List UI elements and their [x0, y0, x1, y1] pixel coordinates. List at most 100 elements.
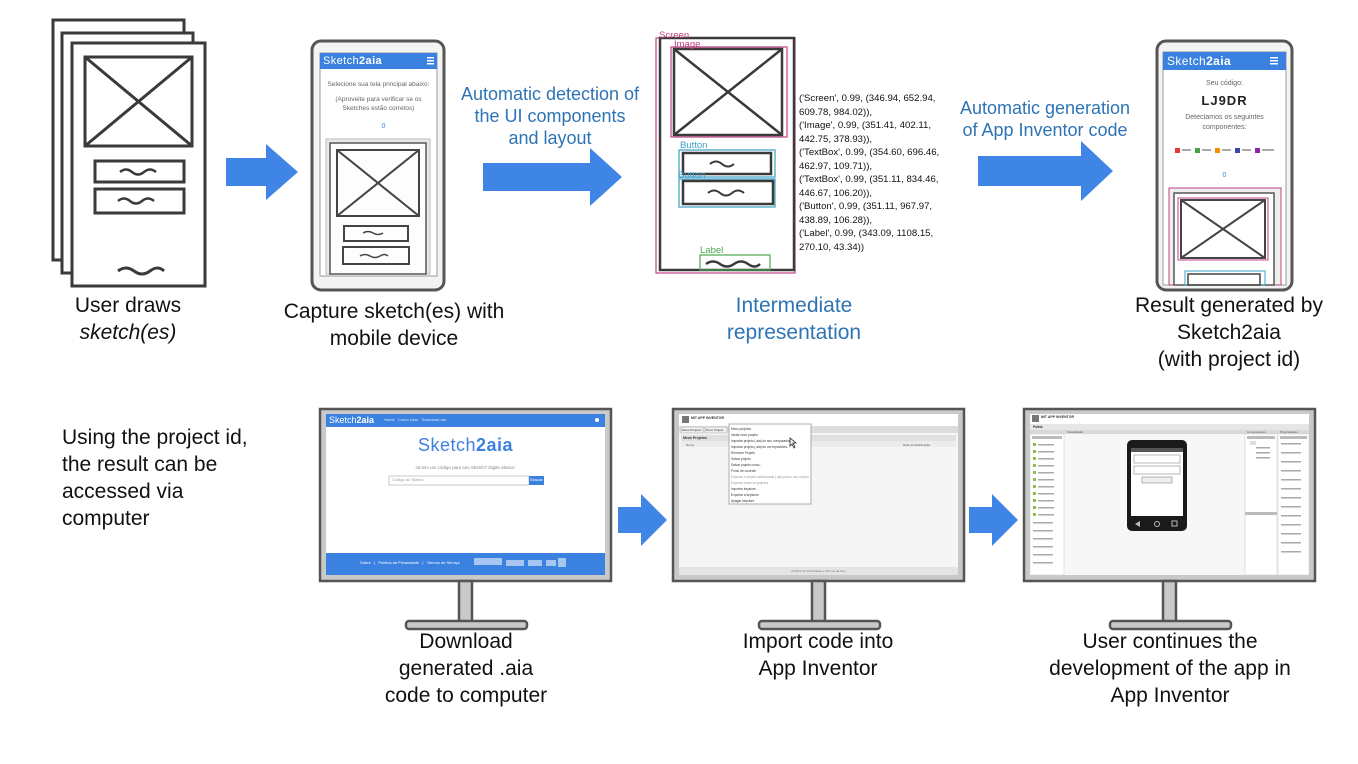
col-name[interactable]: Nome: [686, 443, 695, 447]
caption-line: mobile device: [329, 327, 459, 350]
arrow-right-icon: [618, 494, 667, 546]
download-site-footer[interactable]: Sobre | Política de Privacidade | Termos…: [360, 560, 460, 565]
caption-line: (with project id): [1157, 348, 1301, 371]
label-button: Button: [680, 140, 708, 151]
col-date[interactable]: Data de Modificação: [903, 443, 931, 447]
download-site-hero: Sketch2aia: [417, 435, 514, 455]
caption-line: accessed via: [62, 480, 184, 503]
download-site-prompt: Já tem um código para seu Sketch? Digite…: [415, 465, 516, 470]
caption-line: the UI components: [474, 106, 626, 126]
caption-line: Import code into: [742, 630, 894, 653]
caption-result: Result generated by Sketch2aia (with pro…: [1110, 292, 1348, 373]
caption-line: User draws: [74, 294, 182, 317]
caption-line: Download: [419, 630, 513, 653]
coord-line: 442.75, 378.93)),: [799, 133, 873, 145]
label-screen: Screen: [659, 30, 690, 41]
menu-item[interactable]: Meus projetos: [731, 427, 752, 431]
menu-item[interactable]: Iniciar novo projeto: [731, 433, 758, 437]
caption-line: User continues the: [1082, 630, 1258, 653]
coord-line: 270.10, 43.34)): [799, 241, 865, 253]
label-image: Image: [674, 39, 701, 50]
coord-line: 446.67, 106.20)),: [799, 187, 873, 199]
tab-my-projects[interactable]: Meus Projetos: [682, 428, 702, 432]
caption-line: computer: [62, 507, 150, 530]
menu-item[interactable]: Importar projeto (.aia) de um repositóri…: [731, 445, 790, 449]
label-button: Button: [678, 170, 706, 181]
download-site-nav[interactable]: Home Como Usar Download aia: [384, 417, 446, 422]
properties-title: Propriedades: [1280, 430, 1298, 434]
caption-capture: Capture sketch(es) with mobile device: [264, 298, 524, 352]
caption-line: and layout: [508, 128, 592, 148]
coord-line: ('TextBox', 0.99, (354.60, 696.46,: [799, 147, 940, 158]
download-site-brand: Sketch2aia: [329, 415, 375, 425]
arrow-right-icon: [969, 494, 1018, 546]
menu-item[interactable]: Salvar projeto: [731, 457, 751, 461]
monitor-import: [671, 407, 966, 631]
caption-line: App Inventor: [758, 657, 878, 680]
coord-line: 438.89, 106.28)),: [799, 214, 873, 226]
monitor-download: [318, 407, 613, 631]
menu-item[interactable]: Apagar keystore: [731, 499, 755, 503]
phone-result-counter: 0: [1222, 172, 1227, 179]
menu-item[interactable]: Exportar todos os projetos: [731, 481, 769, 485]
caption-line: Using the project id,: [62, 426, 248, 449]
tab-new-project[interactable]: Novo Projeto: [706, 428, 724, 432]
menu-item[interactable]: Exportar a keystore: [731, 493, 759, 497]
caption-detection: Automatic detection of the UI components…: [449, 83, 651, 149]
app-inventor-logo: MIT APP INVENTOR: [1041, 415, 1074, 419]
caption-line: of App Inventor code: [962, 120, 1128, 140]
caption-line: Automatic generation: [959, 98, 1131, 118]
component-legend: [1175, 148, 1274, 153]
coord-line: ('Screen', 0.99, (346.94, 652.94,: [799, 93, 936, 104]
project-id: LJ9DR: [1201, 93, 1248, 108]
phone-capture-counter: 0: [381, 123, 386, 130]
instruction-line: (Aproveite para verificar se os: [335, 96, 422, 103]
phone-capture: [310, 39, 446, 292]
caption-line: representation: [726, 321, 862, 344]
caption-intermediate: Intermediate representation: [690, 292, 898, 346]
caption-line: Sketch2aia: [1177, 321, 1281, 344]
components-title: Componentes: [1247, 430, 1266, 434]
palette-title: Paleta: [1033, 425, 1043, 429]
project-menu: Meus projetos Iniciar novo projeto Impor…: [731, 426, 809, 504]
coord-line: ('Button', 0.99, (351.11, 967.97,: [799, 201, 933, 212]
arrow-right-icon: [483, 148, 622, 206]
app-inventor-logo: MIT APP INVENTOR: [691, 416, 724, 420]
menu-item[interactable]: Exportar o projeto selecionado (.aia) pa…: [731, 475, 809, 479]
menu-item[interactable]: Remover Projeto: [731, 451, 755, 455]
caption-line: Capture sketch(es) with: [283, 300, 505, 323]
detected-line: componentes:: [1202, 124, 1247, 131]
caption-line: the result can be: [62, 453, 218, 476]
caption-line: App Inventor: [1110, 684, 1230, 707]
menu-item[interactable]: Salvar projeto como...: [731, 463, 763, 467]
label-label: Label: [700, 245, 724, 256]
sketch-pages-icon: [51, 18, 207, 288]
caption-line: generated .aia: [398, 657, 534, 680]
instruction-line: Sketches estão corretos): [342, 105, 415, 112]
caption-line: code to computer: [384, 684, 548, 707]
caption-line: development of the app in: [1049, 657, 1291, 680]
coord-line: 462.97, 109.71)),: [799, 160, 873, 172]
menu-item[interactable]: Ponto de controle: [731, 469, 756, 473]
arrow-right-icon: [978, 141, 1113, 201]
phone-capture-instruction: Selecione sua tela principal abaixo: (Ap…: [320, 80, 437, 113]
caption-access-note: Using the project id, the result can be …: [62, 424, 292, 532]
caption-line: Automatic detection of: [460, 84, 640, 104]
caption-line: sketch(es): [79, 321, 177, 344]
menu-item-import-aia[interactable]: Importar projeto (.aia) do seu computado…: [731, 439, 793, 443]
menu-item[interactable]: Importar keystore: [731, 487, 756, 491]
caption-continue: User continues the development of the ap…: [1030, 628, 1310, 709]
arrow-right-icon: [226, 144, 298, 200]
search-button[interactable]: Buscar: [530, 477, 543, 482]
detected-components-text: Detectamos os seguintes componentes:: [1163, 113, 1286, 133]
coord-line: ('Image', 0.99, (351.41, 402.11,: [799, 120, 932, 131]
app-inventor-footer[interactable]: Política de Privacidade e Termos de Uso: [791, 569, 846, 573]
sketch-code-input[interactable]: Código do Sketch: [392, 477, 424, 482]
caption-line: Result generated by: [1135, 294, 1323, 317]
coord-line: 609.78, 984.02)),: [799, 106, 873, 118]
caption-user-draws: User draws sketch(es): [28, 292, 228, 346]
instruction-line: Selecione sua tela principal abaixo:: [327, 81, 430, 88]
code-label: Seu código:: [1206, 80, 1243, 87]
